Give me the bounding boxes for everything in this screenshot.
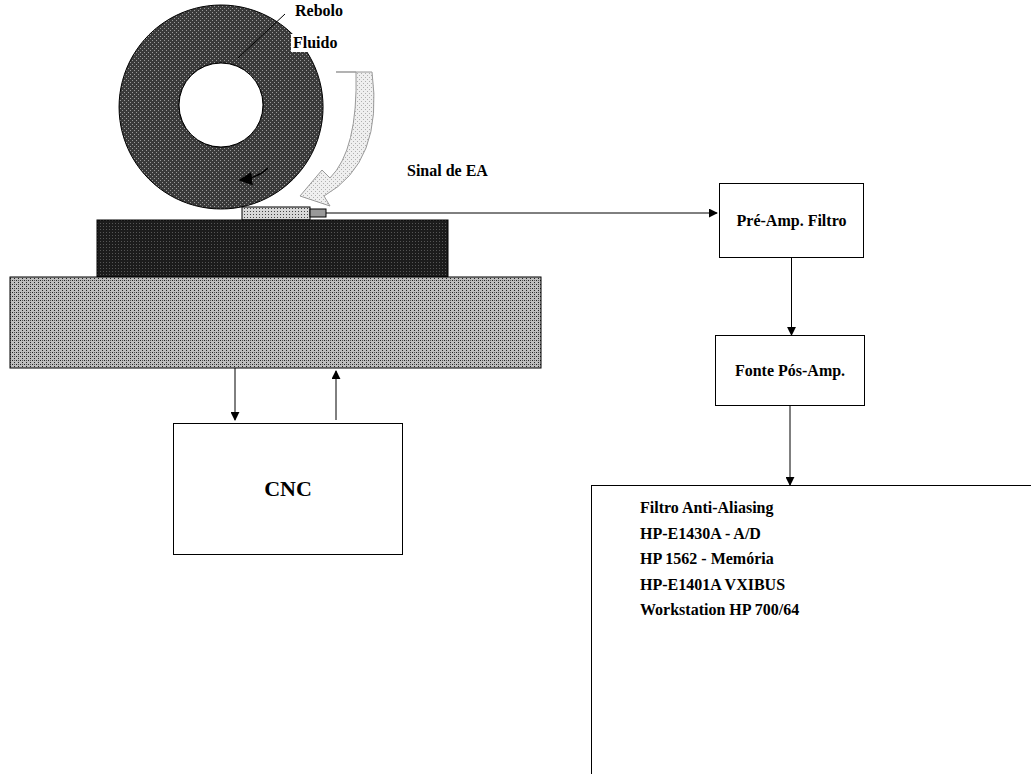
fluid-label: Fluido bbox=[291, 34, 339, 52]
controller-box: CNC bbox=[173, 423, 403, 555]
box-text: CNC bbox=[264, 476, 312, 502]
device-item: Workstation HP 700/64 bbox=[640, 597, 799, 623]
process-box: Fonte Pós-Amp. bbox=[715, 335, 865, 406]
device-item: HP-E1430A - A/D bbox=[640, 521, 761, 547]
flow-arrow bbox=[791, 258, 792, 335]
device-item: HP 1562 - Memória bbox=[640, 546, 774, 572]
box-text: Fonte Pós-Amp. bbox=[735, 358, 845, 384]
signal-label: Sinal de EA bbox=[405, 162, 490, 180]
device-item: Filtro Anti-Aliasing bbox=[640, 495, 774, 521]
acquisition-box: Filtro Anti-AliasingHP-E1430A - A/DHP 15… bbox=[591, 485, 1031, 774]
part-label: Rebolo bbox=[293, 2, 345, 20]
flow-arrow bbox=[790, 406, 791, 485]
device-item: HP-E1401A VXIBUS bbox=[640, 572, 785, 598]
process-box: Pré-Amp. Filtro bbox=[719, 183, 864, 258]
box-text: Pré-Amp. Filtro bbox=[737, 208, 847, 234]
